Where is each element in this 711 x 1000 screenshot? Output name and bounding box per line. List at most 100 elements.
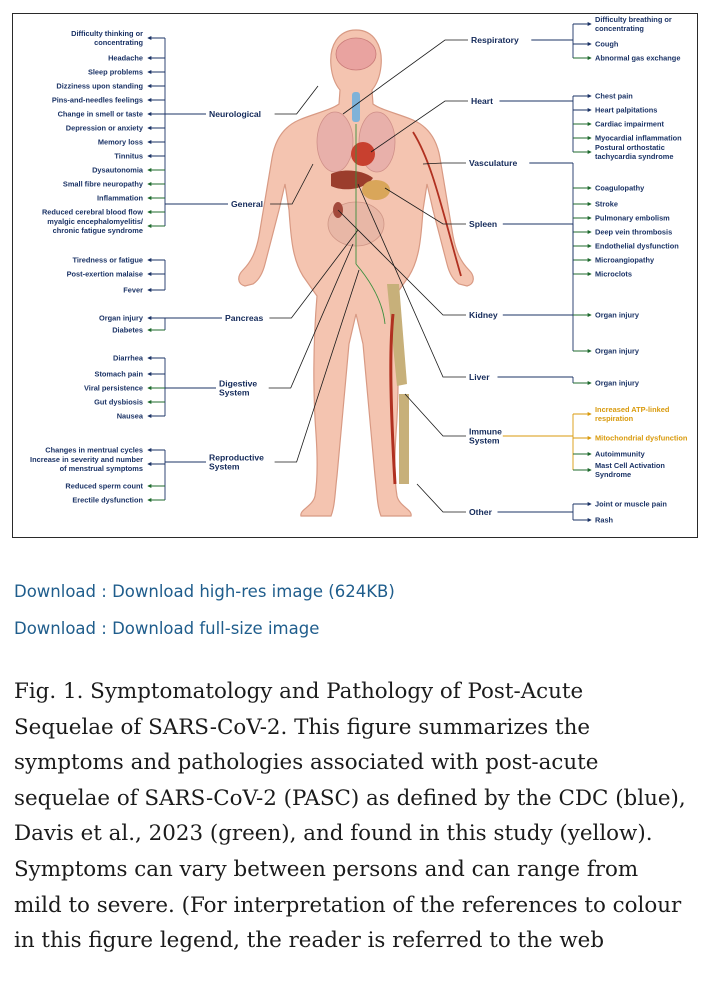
bracket-spleen xyxy=(502,223,574,351)
download-full-size-link[interactable]: Download : Download full-size image xyxy=(14,619,320,638)
symptom-item: Inflammation xyxy=(97,194,143,203)
symptom-item: Diabetes xyxy=(112,326,143,335)
symptom-item: Changes in mentrual cycles xyxy=(45,446,143,455)
bracket-respiratory xyxy=(531,24,574,58)
symptom-item: Small fibre neuropathy xyxy=(63,180,144,189)
bracket-other xyxy=(497,504,574,520)
connector-neurological xyxy=(274,85,319,115)
caption-line: sequelae of SARS-CoV-2 (PASC) as defined… xyxy=(14,785,686,811)
bracket-heart xyxy=(499,96,574,152)
symptom-item: myalgic encephalomyelitis/chronic fatigu… xyxy=(47,217,143,235)
symptom-item: Pulmonary embolism xyxy=(595,214,670,223)
trachea xyxy=(352,92,360,122)
symptom-item: Diarrhea xyxy=(113,354,144,363)
bone-femur xyxy=(387,284,407,386)
symptom-item: Stroke xyxy=(595,200,618,209)
connector-digestive xyxy=(268,243,354,389)
symptom-item: Fever xyxy=(123,286,143,295)
symptom-item: Autoimmunity xyxy=(595,450,646,459)
symptom-item: Abnormal gas exchange xyxy=(595,54,680,63)
caption-line: in this figure legend, the reader is ref… xyxy=(14,928,605,954)
symptom-item: Organ injury xyxy=(595,347,640,356)
bracket-digestive xyxy=(164,358,216,416)
bracket-liver xyxy=(497,376,574,383)
symptom-item: Organ injury xyxy=(595,379,640,388)
symptom-item: Rash xyxy=(595,516,614,525)
nerve-line xyxy=(355,124,386,325)
connector-reproductive xyxy=(274,269,360,463)
symptom-item: Nausea xyxy=(117,412,144,421)
symptom-item: Pins-and-needles feelings xyxy=(52,96,143,105)
symptom-item: Erectile dysfunction xyxy=(72,496,143,505)
connector-pancreas xyxy=(269,229,359,319)
symptom-item: Organ injury xyxy=(595,311,640,320)
caption-line: Sequelae of SARS-CoV-2. This figure summ… xyxy=(14,714,591,740)
symptom-item: Endothelial dysfunction xyxy=(595,242,679,251)
caption-line: Symptoms can vary between persons and ca… xyxy=(14,856,639,882)
connector-heart xyxy=(370,100,468,153)
symptom-item: Reduced sperm count xyxy=(65,482,143,491)
group-label-other: Other xyxy=(469,507,493,517)
group-label-heart: Heart xyxy=(471,96,493,106)
heart-organ xyxy=(351,142,375,166)
symptom-item: Change in smell or taste xyxy=(58,110,143,119)
symptom-item: Microangiopathy xyxy=(595,256,655,265)
download-high-res-link[interactable]: Download : Download high-res image (624K… xyxy=(14,582,395,601)
symptom-item: Stomach pain xyxy=(95,370,144,379)
connector-respiratory xyxy=(342,39,468,115)
bracket-pancreas xyxy=(164,317,222,330)
symptom-item: Tiredness or fatigue xyxy=(72,256,143,265)
human-body-illustration xyxy=(238,29,474,517)
leg-vessel xyxy=(389,313,397,485)
bracket-general xyxy=(164,203,228,290)
group-label-pancreas: Pancreas xyxy=(225,313,263,323)
bracket-vasculature xyxy=(529,162,574,274)
liver-organ xyxy=(331,170,373,190)
connector-liver xyxy=(357,183,466,378)
symptom-item: Organ injury xyxy=(99,314,144,323)
symptom-item: Microclots xyxy=(595,270,632,279)
symptom-item: Myocardial inflammation xyxy=(595,134,682,143)
symptom-item: Deep vein thrombosis xyxy=(595,228,672,237)
symptom-item: Dysautonomia xyxy=(92,166,144,175)
symptom-item: Cough xyxy=(595,40,619,49)
group-label-vasculature: Vasculature xyxy=(469,158,517,168)
caption-line: Davis et al., 2023 (green), and found in… xyxy=(14,821,653,847)
stomach-organ xyxy=(362,180,390,200)
bone-tibia xyxy=(399,394,409,484)
symptom-item: Memory loss xyxy=(98,138,143,147)
symptom-item: Depression or anxiety xyxy=(66,124,144,133)
bracket-reproductive xyxy=(164,450,206,500)
brain xyxy=(335,37,377,71)
body-silhouette xyxy=(238,29,474,517)
connector-kidney xyxy=(337,209,466,316)
symptom-item: Post-exertion malaise xyxy=(67,270,143,279)
caption-line: symptoms and pathologies associated with… xyxy=(14,750,599,776)
symptom-item: Joint or muscle pain xyxy=(595,500,667,509)
symptom-item: Sleep problems xyxy=(88,68,143,77)
caption-line: mild to severe. (For interpretation of t… xyxy=(14,892,682,918)
bracket-neurological xyxy=(164,38,206,226)
symptom-item: Tinnitus xyxy=(114,152,143,161)
symptom-item: Reduced cerebral blood flow xyxy=(42,208,143,217)
symptom-item: Coagulopathy xyxy=(595,184,645,193)
symptom-item: Gut dysbiosis xyxy=(94,398,143,407)
symptom-item: Chest pain xyxy=(595,92,633,101)
connector-immune xyxy=(404,393,466,437)
